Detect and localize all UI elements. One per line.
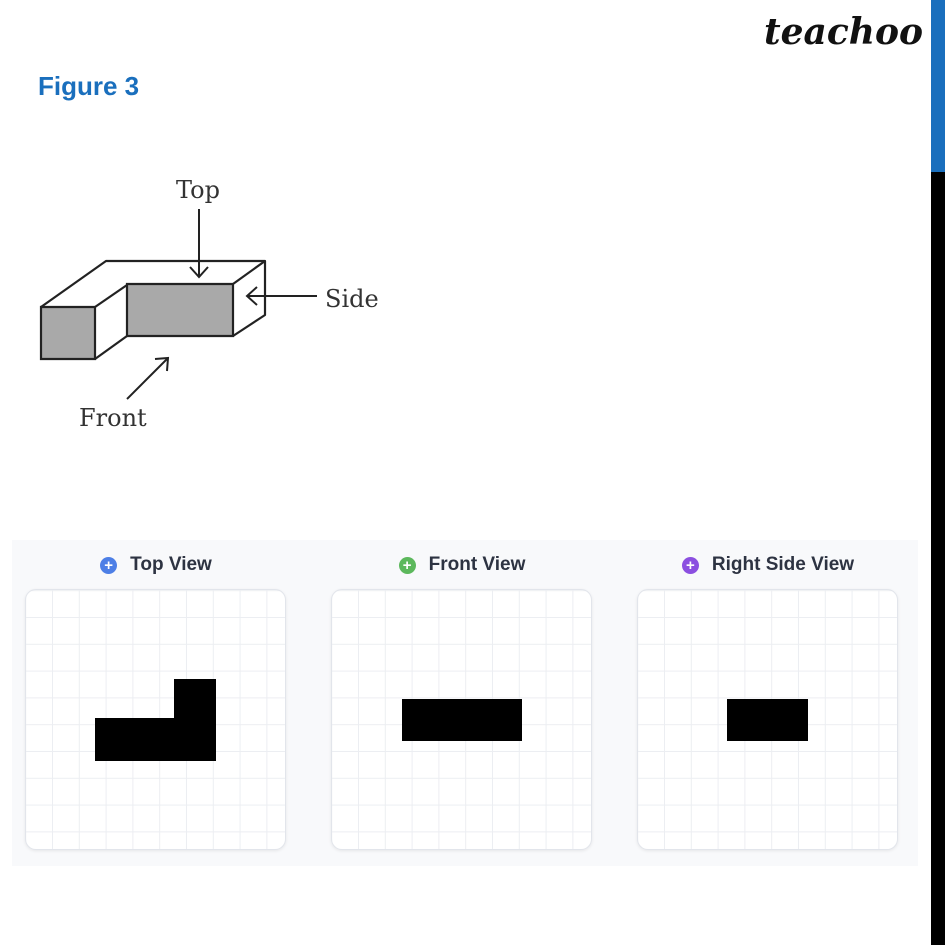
right-side-view-title: Right Side View — [711, 554, 855, 575]
main-front-face — [125, 282, 235, 338]
plus-circle-icon[interactable]: + — [398, 556, 416, 574]
front-view-grid[interactable] — [331, 589, 592, 850]
top-view-shape-tab — [174, 679, 216, 761]
figure-title: Figure 3 — [38, 71, 140, 101]
arrows — [126, 209, 317, 400]
teachoo-logo: teachoo — [764, 11, 923, 53]
right-side-view-shape — [727, 699, 808, 741]
right-side-view-grid[interactable] — [637, 589, 898, 850]
top-view-header: + Top View — [25, 553, 287, 577]
top-view-grid[interactable] — [25, 589, 286, 850]
label-front: Front — [79, 404, 147, 432]
front-view-shape — [402, 699, 522, 741]
front-view-title: Front View — [428, 554, 526, 575]
front-view: + Front View — [331, 540, 593, 866]
orthographic-views-panel: + Top View + Front View + Right Side Vie… — [12, 540, 918, 866]
label-top: Top — [176, 176, 220, 204]
side-scroll-bar — [931, 172, 945, 945]
left-front-face — [39, 305, 97, 361]
isometric-figure: Top Side Front — [39, 176, 379, 432]
front-arrow — [126, 357, 169, 400]
plus-circle-icon[interactable]: + — [100, 556, 118, 574]
block-edges — [40, 259, 267, 360]
side-accent-bar — [931, 0, 945, 172]
label-side: Side — [325, 285, 379, 313]
top-view: + Top View — [25, 540, 287, 866]
right-side-view: + Right Side View — [637, 540, 899, 866]
right-side-view-header: + Right Side View — [637, 553, 899, 577]
front-view-header: + Front View — [331, 553, 593, 577]
top-view-title: Top View — [130, 554, 212, 575]
plus-circle-icon[interactable]: + — [681, 556, 699, 574]
